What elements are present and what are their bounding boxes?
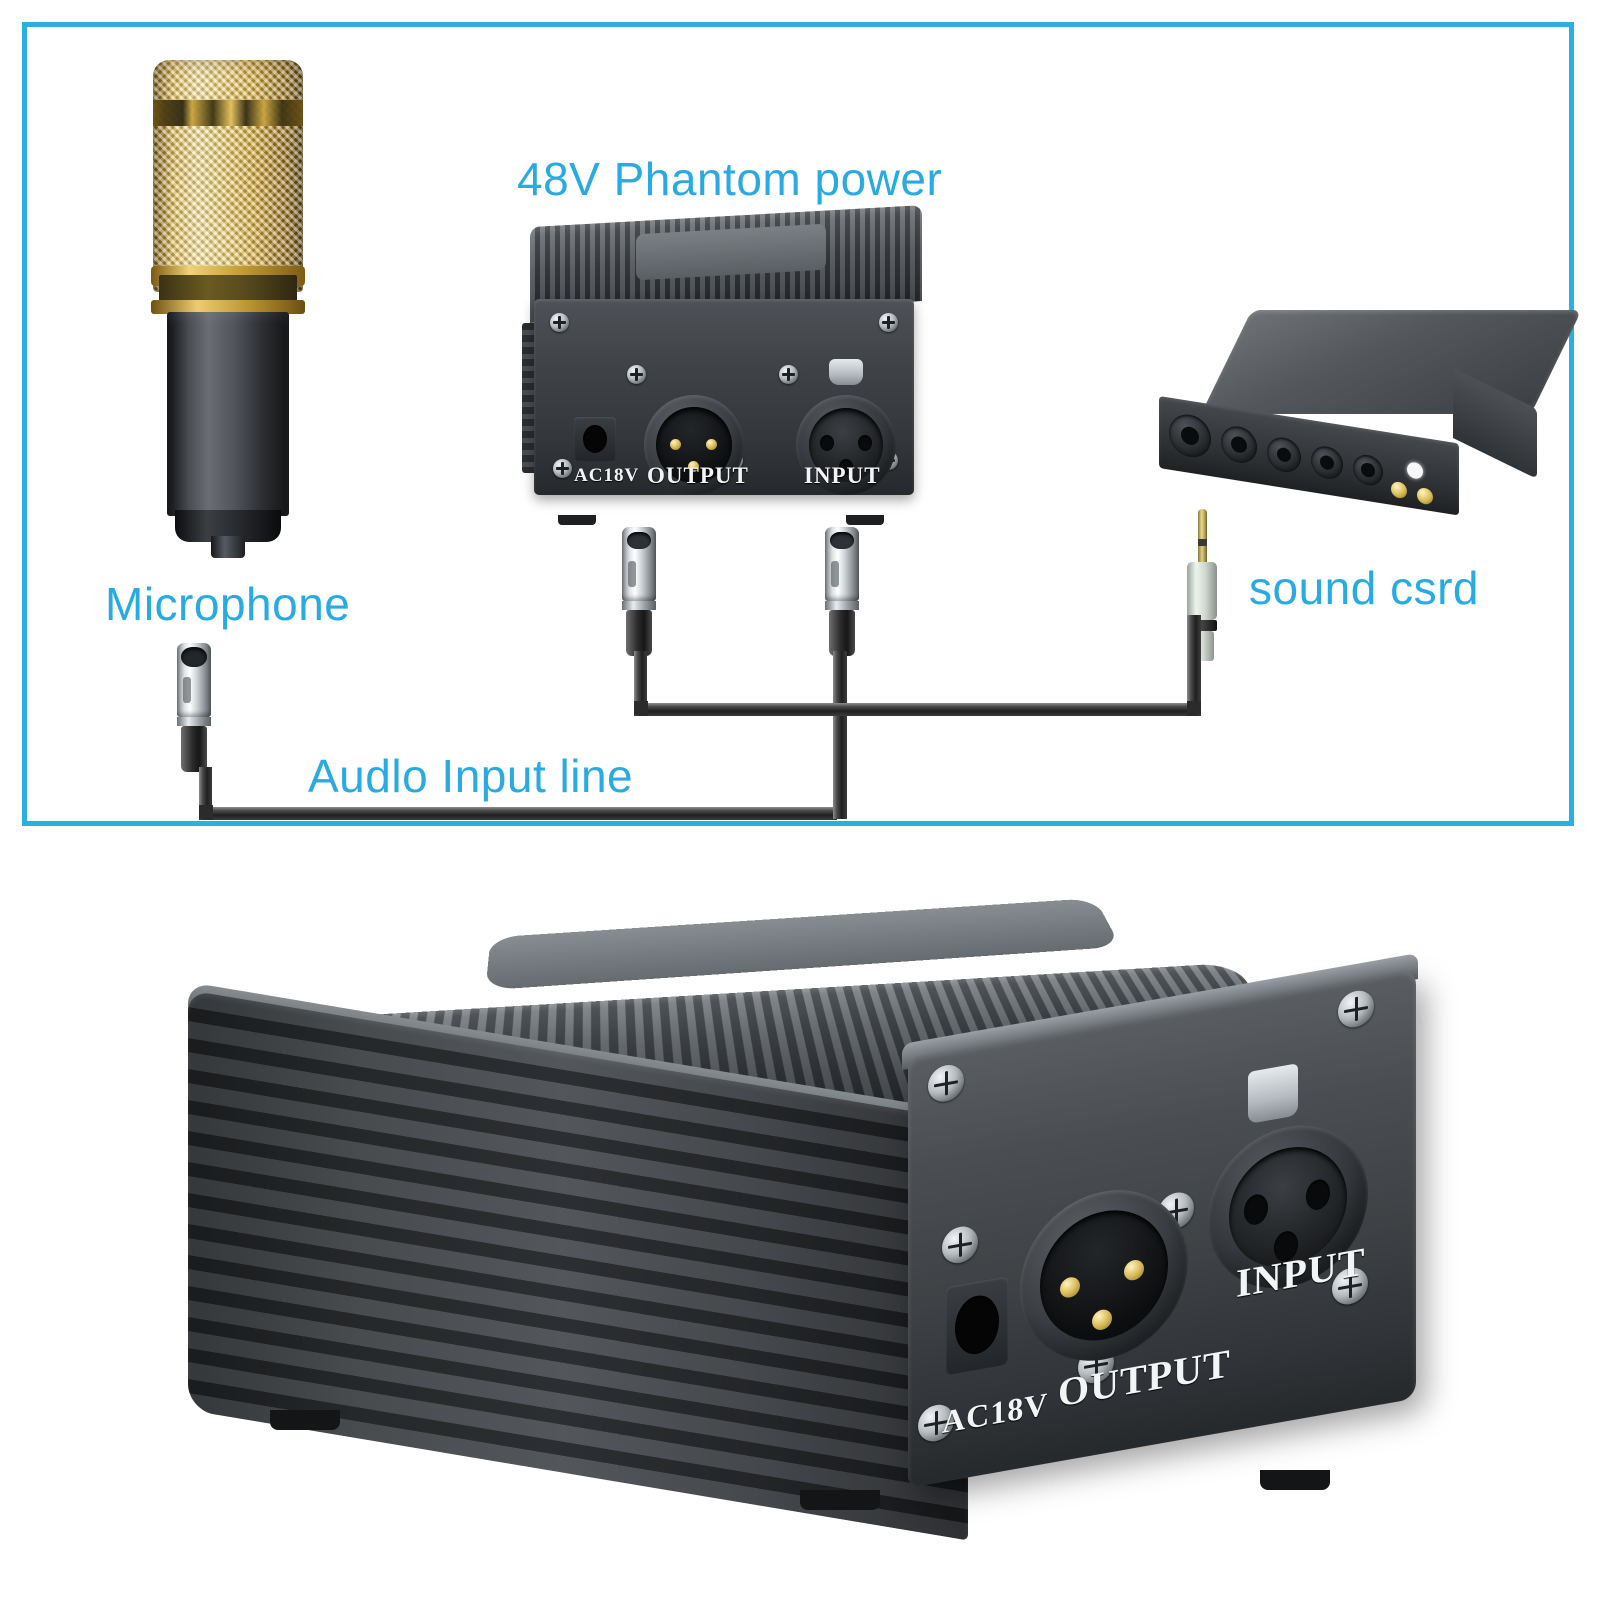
screw-icon (550, 313, 569, 332)
sound-card-jack (1311, 444, 1343, 482)
sound-card-image (1145, 310, 1582, 516)
output-port-label: OUTPUT (647, 463, 749, 488)
microphone-label: Microphone (105, 578, 351, 630)
xlr-input-connector (796, 395, 896, 495)
sound-card-jack (1353, 452, 1383, 488)
product-front-panel: AC18V OUTPUT INPUT (908, 968, 1416, 1488)
phantom-power-title-label: 48V Phantom power (517, 153, 943, 205)
screw-icon (779, 365, 798, 384)
screw-icon (627, 365, 646, 384)
xlr-cable-connector-output (622, 527, 656, 656)
ac18v-port-label: AC18V (574, 465, 640, 486)
sound-card-rca-jack (1417, 486, 1433, 506)
screw-icon (879, 313, 898, 332)
dc-power-jack (946, 1276, 1008, 1376)
sound-card-jack (1169, 411, 1211, 461)
sound-card-led (1407, 461, 1423, 480)
microphone-connector-stub (211, 536, 245, 558)
screw-icon (928, 1062, 964, 1105)
dc-power-jack (574, 417, 616, 461)
output-cable-horizontal (634, 703, 846, 716)
xlr-cable-connector-input (825, 527, 859, 656)
xlr-output-connector (644, 395, 744, 495)
microphone-gold-ring-bottom (151, 300, 305, 314)
device-foot (846, 515, 884, 525)
sound-card-label: sound csrd (1249, 562, 1480, 614)
xlr-latch-tab (1248, 1063, 1298, 1125)
xlr-cable-connector-mic (177, 643, 211, 772)
device-foot (1260, 1470, 1330, 1490)
screw-icon (942, 1223, 978, 1267)
microphone-body (167, 312, 289, 516)
phantom-power-product-photo: AC18V OUTPUT INPUT (160, 862, 1440, 1582)
connection-diagram-panel: 48V Phantom power Microphone sound csrd … (22, 22, 1582, 826)
microphone-dark-band (159, 275, 297, 302)
sound-card-jack (1221, 423, 1257, 466)
input-port-label: INPUT (804, 463, 881, 488)
mic-cable-horizontal (199, 807, 837, 820)
output-cable-vertical (634, 651, 647, 713)
phantom-power-unit-diagram: AC18V OUTPUT INPUT (516, 205, 936, 525)
aux-cable-vertical (1187, 615, 1201, 715)
xlr-latch-tab (829, 359, 863, 385)
sound-card-top (1201, 310, 1582, 414)
sound-card-jack (1267, 435, 1301, 475)
device-foot (558, 515, 596, 525)
ac18v-port-label: AC18V (942, 1385, 1049, 1441)
phantom-unit-front-panel: AC18V OUTPUT INPUT (534, 299, 914, 495)
screw-icon (1338, 987, 1374, 1031)
device-foot (270, 1410, 340, 1430)
device-foot (800, 1490, 880, 1510)
sound-card-rca-jack (1391, 480, 1407, 500)
audio-input-line-label: Audlo Input line (308, 750, 634, 802)
aux-cable-horizontal (833, 703, 1201, 716)
condenser-microphone-image (145, 60, 311, 558)
input-cable-vertical (833, 651, 847, 819)
microphone-grille (153, 60, 303, 292)
xlr-output-connector (1020, 1176, 1188, 1375)
screw-icon (553, 459, 572, 478)
microphone-grille-slots (153, 100, 303, 126)
